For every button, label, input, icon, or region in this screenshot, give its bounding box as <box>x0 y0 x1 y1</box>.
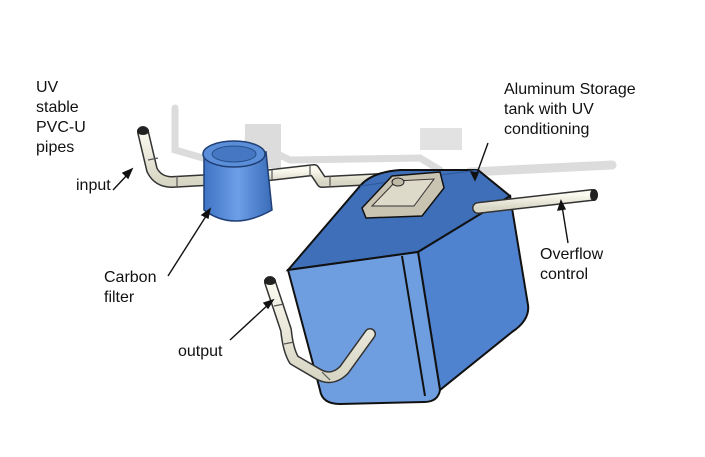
output-arrow <box>229 302 271 341</box>
uv-pipes-line-1: UV <box>36 79 59 96</box>
storage-tank-line-3: conditioning <box>504 121 590 138</box>
overflow-pipe <box>472 189 598 214</box>
storage-tank-label: Aluminum Storage tank with UV conditioni… <box>504 80 636 140</box>
overflow-arrow <box>561 205 569 244</box>
leader-arrows <box>112 142 569 341</box>
tank-lid <box>361 171 445 219</box>
overflow-line-1: Overflow <box>540 246 604 263</box>
uv-pipes-line-2: stable <box>36 99 79 116</box>
carbon-filter-label: Carbon filter <box>104 268 156 308</box>
overflow-label: Overflow control <box>540 245 603 285</box>
uv-pipes-line-4: pipes <box>36 139 75 156</box>
output-label: output <box>178 343 223 360</box>
carbon-filter-line-2: filter <box>104 289 135 306</box>
tank-shadow <box>420 128 462 150</box>
uv-pipes-label: UV stable PVC-U pipes <box>36 78 86 158</box>
storage-tank-line-2: tank with UV <box>504 101 594 118</box>
input-pipe <box>137 126 214 188</box>
input-label: input <box>76 177 111 194</box>
carbon-filter <box>202 140 273 222</box>
carbon-filter-arrow <box>167 212 209 277</box>
storage-tank-arrow <box>475 142 489 177</box>
overflow-line-2: control <box>540 266 589 283</box>
output-pipe <box>264 276 376 384</box>
storage-tank <box>285 169 530 406</box>
storage-tank-line-1: Aluminum Storage <box>504 81 636 98</box>
carbon-filter-line-1: Carbon <box>104 269 157 286</box>
uv-pipes-line-3: PVC-U <box>36 119 86 136</box>
